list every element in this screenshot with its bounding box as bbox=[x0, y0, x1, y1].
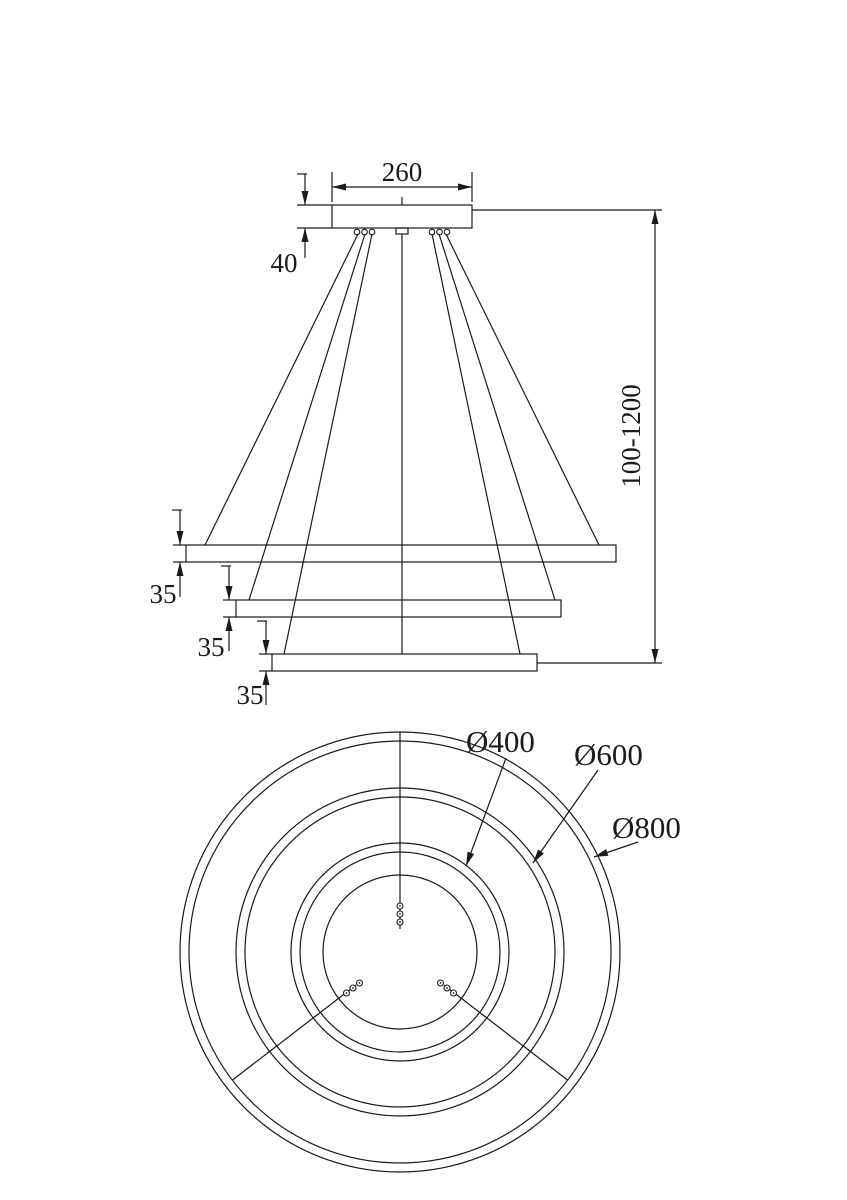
ring600-height-label: 35 bbox=[198, 632, 225, 662]
dim-ring400-height bbox=[257, 620, 272, 705]
dim-ring600-height bbox=[221, 565, 236, 651]
plan-view bbox=[179, 731, 639, 1173]
ring800-height-label: 35 bbox=[150, 579, 177, 609]
plan-spoke-right bbox=[443, 984, 568, 1081]
side-elevation-view bbox=[172, 172, 662, 705]
suspension-cables bbox=[204, 233, 600, 655]
ring-400-side-profile bbox=[271, 653, 538, 672]
dimension-labels: 260 40 100-1200 35 35 35 Ø400 Ø600 Ø800 bbox=[150, 157, 681, 845]
cable-gripper-right bbox=[436, 979, 458, 997]
dim-canopy-height bbox=[297, 173, 332, 258]
center-cable-connector bbox=[395, 227, 409, 235]
dim-canopy-width bbox=[331, 172, 473, 202]
suspension-height-label: 100-1200 bbox=[616, 384, 646, 488]
plan-spoke-left bbox=[232, 984, 357, 1081]
diameter-800-label: Ø800 bbox=[612, 810, 681, 845]
canopy-height-label: 40 bbox=[271, 248, 298, 278]
cable-gripper-left bbox=[342, 979, 364, 997]
diameter-400-label: Ø400 bbox=[466, 724, 535, 759]
ceiling-canopy bbox=[331, 197, 473, 236]
canopy-width-label: 260 bbox=[382, 157, 423, 187]
leader-diameter-600 bbox=[532, 769, 599, 864]
leader-diameter-800 bbox=[593, 841, 639, 858]
dim-ring800-height bbox=[172, 509, 186, 597]
ring-600-side-profile bbox=[235, 599, 562, 618]
cable-gripper-center bbox=[396, 902, 404, 926]
dim-suspension-height bbox=[472, 209, 662, 664]
diameter-600-label: Ø600 bbox=[574, 737, 643, 772]
ring-800-side-profile bbox=[185, 544, 617, 563]
leader-diameter-400 bbox=[465, 757, 507, 867]
ring400-height-label: 35 bbox=[237, 680, 264, 710]
